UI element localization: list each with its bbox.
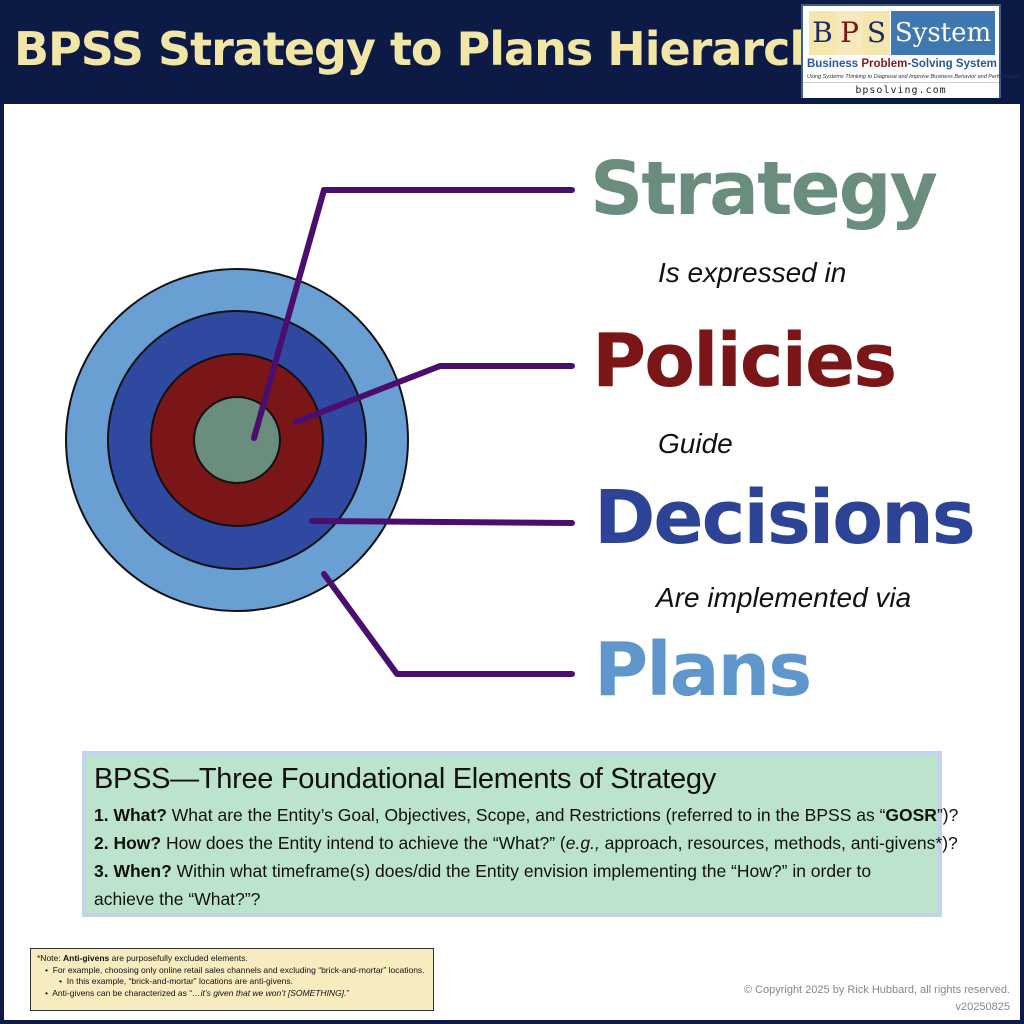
- logo-system-word: System: [891, 11, 995, 55]
- target-diagram: [65, 187, 575, 677]
- note-bullet-2-suffix: ”: [346, 987, 350, 998]
- logo-letter-b: B: [809, 11, 836, 55]
- element-how-italic: e.g.,: [565, 833, 600, 853]
- leader-line-decisions: [309, 518, 575, 526]
- copyright-text: © Copyright 2025 by Rick Hubbard, all ri…: [743, 984, 1010, 996]
- logo-tagline: Business Problem-Solving System: [807, 58, 997, 70]
- copyright-block: © Copyright 2025 by Rick Hubbard, all ri…: [744, 982, 1010, 1016]
- leader-line-policies: [293, 363, 575, 425]
- level-label-strategy: Strategy: [590, 146, 938, 232]
- leader-line-strategy: [251, 187, 575, 441]
- level-label-policies: Policies: [592, 318, 897, 404]
- logo-tagline-part1: Business: [807, 58, 862, 70]
- anti-givens-note: *Note: Anti-givens are purposefully excl…: [30, 948, 434, 1011]
- element-what-end: ”)?: [936, 805, 959, 825]
- element-how-text: How does the Entity intend to achieve th…: [161, 833, 566, 853]
- note-bullet-1-sub: • In this example, “brick-and-mortar” lo…: [59, 976, 293, 987]
- note-bold: Anti-givens: [63, 953, 110, 963]
- element-how-label: 2. How?: [94, 833, 162, 853]
- foundational-elements-box: BPSS—Three Foundational Elements of Stra…: [82, 751, 958, 917]
- connector-text-2: Guide: [658, 428, 733, 459]
- logo-tagline-part2: Problem: [861, 58, 908, 70]
- note-line1-rest: are purposefully excluded elements.: [109, 953, 248, 963]
- element-what-label: 1. What?: [94, 805, 167, 825]
- logo-url: bpsolving.com: [803, 82, 999, 98]
- element-when-text: Within what timeframe(s) does/did the En…: [94, 861, 872, 909]
- element-when-label: 3. When?: [94, 861, 172, 881]
- note-bullet-1-sub-text: In this example, “brick-and-mortar” loca…: [66, 976, 293, 987]
- connector-text-1: Is expressed in: [658, 257, 847, 288]
- leader-line-plans: [321, 571, 575, 677]
- element-what-text: What are the Entity’s Goal, Objectives, …: [166, 805, 886, 825]
- note-bullet-1: • For example, choosing only online reta…: [45, 964, 425, 975]
- ring-strategy: [193, 396, 281, 484]
- logo-subtagline: Using Systems Thinking to Diagnose and I…: [807, 74, 1020, 80]
- element-what: 1. What? What are the Entity’s Goal, Obj…: [94, 801, 958, 829]
- element-what-gosr: GOSR: [885, 805, 937, 825]
- note-bullet-1-text: For example, choosing only online retail…: [52, 964, 425, 975]
- level-label-decisions: Decisions: [594, 475, 976, 561]
- logo-letters: B P S: [809, 11, 890, 55]
- note-bullet-2: • Anti-givens can be characterized as “……: [45, 987, 350, 998]
- note-bullet-2-prefix: Anti-givens can be characterized as “: [52, 987, 193, 998]
- note-bullet-2-italic: …it’s given that we won’t [SOMETHING].: [192, 987, 347, 998]
- note-line-1: *Note: Anti-givens are purposefully excl…: [37, 953, 427, 965]
- foundational-elements-title: BPSS—Three Foundational Elements of Stra…: [94, 763, 716, 795]
- level-label-plans: Plans: [594, 627, 812, 713]
- logo-tagline-part3: -Solving System: [907, 58, 997, 70]
- connector-text-3: Are implemented via: [656, 582, 912, 613]
- element-when: 3. When? Within what timeframe(s) does/d…: [94, 857, 934, 913]
- logo-letter-s: S: [863, 11, 890, 55]
- version-text: v20250825: [955, 1001, 1010, 1013]
- element-how-end: approach, resources, methods, anti-given…: [599, 833, 958, 853]
- logo-letter-p: P: [836, 11, 863, 55]
- page-title: BPSS Strategy to Plans Hierarchy: [14, 22, 851, 76]
- note-prefix: *Note:: [37, 953, 63, 963]
- bps-system-logo: B P S System Business Problem-Solving Sy…: [801, 4, 1020, 98]
- header-bar: BPSS Strategy to Plans Hierarchy B P S S…: [0, 0, 1024, 102]
- element-how: 2. How? How does the Entity intend to ac…: [94, 829, 958, 857]
